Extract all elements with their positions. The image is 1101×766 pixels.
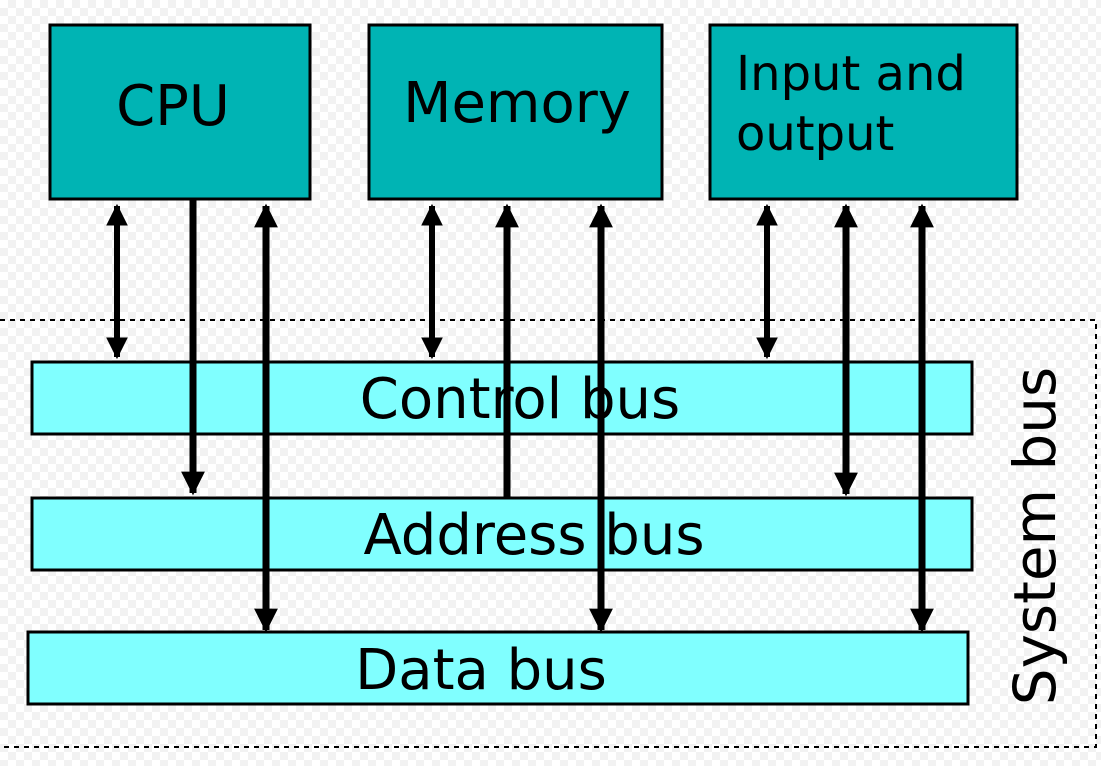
memory-component: Memory [367, 23, 664, 201]
system-bus-boundary [0, 319, 1097, 748]
io-component: Input and output [708, 23, 1019, 201]
io-label-line2: output [736, 106, 894, 162]
cpu-box [48, 23, 312, 201]
control-bus: Control bus [30, 360, 974, 436]
address-bus-label: Address bus [363, 503, 704, 568]
data-bus-bar [26, 630, 970, 706]
cpu-label: CPU [116, 74, 230, 139]
cpu-component: CPU [48, 23, 312, 201]
control-bus-label: Control bus [360, 367, 680, 432]
address-bus-bar [30, 496, 974, 572]
data-bus: Data bus [26, 630, 970, 706]
data-bus-label: Data bus [355, 638, 607, 703]
system-bus-label: System bus [1001, 367, 1069, 706]
io-box [708, 23, 1019, 201]
memory-box [367, 23, 664, 201]
control-bus-bar [30, 360, 974, 436]
address-bus: Address bus [30, 496, 974, 572]
io-label-line1: Input and [736, 46, 966, 102]
memory-label: Memory [403, 71, 631, 136]
